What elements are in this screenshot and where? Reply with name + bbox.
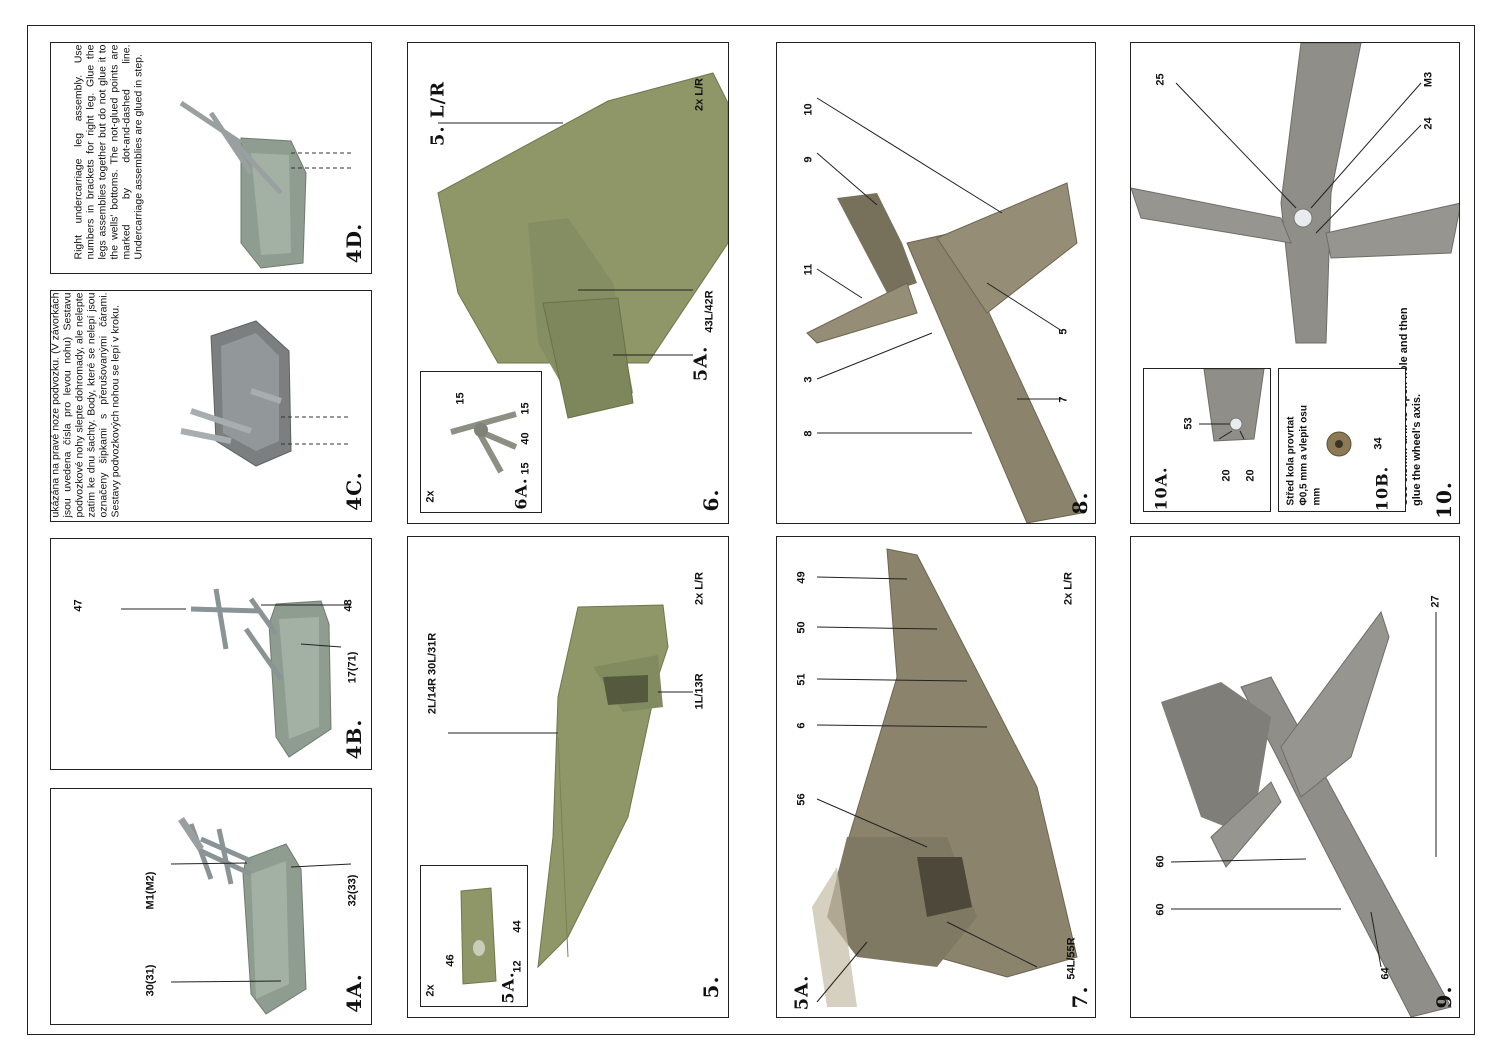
step-number: 10B.: [1372, 465, 1392, 512]
panel-step-4b: 47 48 17(71) 4B.: [50, 538, 372, 770]
wing-illustration: [812, 548, 1078, 1007]
label-11: 11: [802, 263, 815, 276]
label-9: 9: [802, 156, 815, 163]
quantity: 2x: [424, 984, 437, 997]
propeller-illustration: [450, 411, 518, 474]
quantity: 2x: [424, 490, 437, 503]
label-5: 5: [1057, 328, 1070, 335]
instruction-sheet: [27, 25, 1475, 1035]
panel-step-8: 10 9 11 3 8 5 7 8.: [776, 42, 1096, 524]
tail-illustration: [1161, 610, 1452, 1017]
label-44: 44: [511, 920, 524, 933]
label-20-right: 20: [1244, 469, 1257, 482]
quantity: 2x L/R: [693, 78, 706, 112]
sub-panel-5a: 44 46 12 2x 5A.: [420, 865, 528, 1007]
sub-panel-10a: 53 20 20 10A.: [1143, 368, 1271, 512]
label-15-right: 15: [519, 402, 532, 415]
step-number: 4B.: [342, 718, 366, 760]
panel-step-4d: Right undercarriage leg assembly. Use nu…: [50, 42, 372, 274]
sub-panel-10b: Střed kola provrtat Φ0,5 mm a vlepit osu…: [1278, 368, 1406, 512]
step-number: 4A.: [342, 973, 366, 1013]
label-5a: 5A.: [690, 345, 712, 382]
sub-panel-6a: 15 15 40 15 2x 6A.: [420, 371, 542, 513]
label-40: 40: [519, 432, 532, 445]
label-50: 50: [795, 621, 808, 634]
step-number: 5A.: [498, 971, 518, 1004]
part-illustration: [170, 817, 352, 1015]
label-3: 3: [802, 376, 815, 383]
step-number: 7.: [1068, 985, 1092, 1009]
label-27: 27: [1429, 595, 1442, 608]
step-number: 4D.: [342, 222, 366, 264]
part-illustration: [460, 887, 497, 985]
part-illustration: [1199, 369, 1265, 442]
label-64: 64: [1379, 967, 1392, 980]
label-60-top: 60: [1154, 855, 1167, 868]
wheel-illustration: [1326, 431, 1352, 457]
step-number: 8.: [1068, 491, 1092, 515]
label-60-bottom: 60: [1154, 903, 1167, 916]
label-46: 46: [444, 954, 457, 967]
quantity: 2x L/R: [693, 572, 706, 606]
label-20-left: 20: [1220, 469, 1233, 482]
step-number: 5.: [699, 975, 723, 999]
label-5a: 5A.: [791, 974, 813, 1011]
panel-step-4c: Montáž sestavy podvozkových nohou je uká…: [50, 290, 372, 522]
label-48: 48: [342, 599, 355, 612]
label-51: 51: [795, 673, 808, 686]
label-10: 10: [802, 103, 815, 116]
part-illustration: [179, 100, 351, 269]
label-6: 6: [795, 722, 808, 729]
label-8: 8: [802, 430, 815, 437]
step-number: 6A.: [511, 477, 531, 510]
label-32-33: 32(33): [346, 874, 359, 907]
label-5lr: 5. L/R: [427, 80, 449, 147]
step-number: 4C.: [342, 471, 366, 511]
wing-illustration: [448, 604, 693, 969]
wing-illustration: [437, 72, 728, 419]
label-17-71: 17(71): [346, 651, 359, 684]
step-number: 10.: [1432, 481, 1456, 519]
label-53: 53: [1182, 417, 1195, 430]
label-25: 25: [1154, 73, 1167, 86]
panel-step-5: 2L/14R 30L/31R 1L/13R 2x L/R 5. 44 46 12…: [407, 536, 729, 1018]
label-15-top: 15: [454, 392, 467, 405]
part-illustration: [121, 588, 351, 758]
label-m1m2: M1(M2): [144, 871, 157, 910]
step-number: 9.: [1432, 985, 1456, 1009]
label-24: 24: [1422, 117, 1435, 130]
label-49: 49: [795, 571, 808, 584]
label-47: 47: [72, 599, 85, 612]
quantity: 2x L/R: [1062, 572, 1075, 606]
label-30-31: 30(31): [144, 964, 157, 997]
panel-step-7: 49 50 51 6 56 54L/55R 5A. 2x L/R 7.: [776, 536, 1096, 1018]
step-number: 6.: [699, 488, 723, 512]
panel-step-10: 25 M3 24 Use 0.5mm drill to open hole an…: [1130, 42, 1460, 524]
label-2l14r-30l31r: 2L/14R 30L/31R: [426, 632, 439, 715]
tail-illustration: [806, 97, 1083, 523]
fuselage-illustration: [1131, 43, 1459, 344]
part-illustration: [180, 320, 351, 467]
label-56: 56: [795, 793, 808, 806]
label-m3: M3: [1422, 71, 1435, 88]
label-1l13r: 1L/13R: [693, 673, 706, 710]
label-34: 34: [1372, 437, 1385, 450]
panel-step-9: 27 60 60 64 9.: [1130, 536, 1460, 1018]
panel-step-6: 5. L/R 43L/42R 5A. 2x L/R 6. 15 15 40 15…: [407, 42, 729, 524]
label-7: 7: [1057, 396, 1070, 403]
step-number: 10A.: [1151, 466, 1171, 511]
drill-note-cz: Střed kola provrtat Φ0,5 mm a vlepit osu…: [1285, 405, 1323, 506]
panel-step-4a: M1(M2) 32(33) 30(31) 4A.: [50, 788, 372, 1025]
